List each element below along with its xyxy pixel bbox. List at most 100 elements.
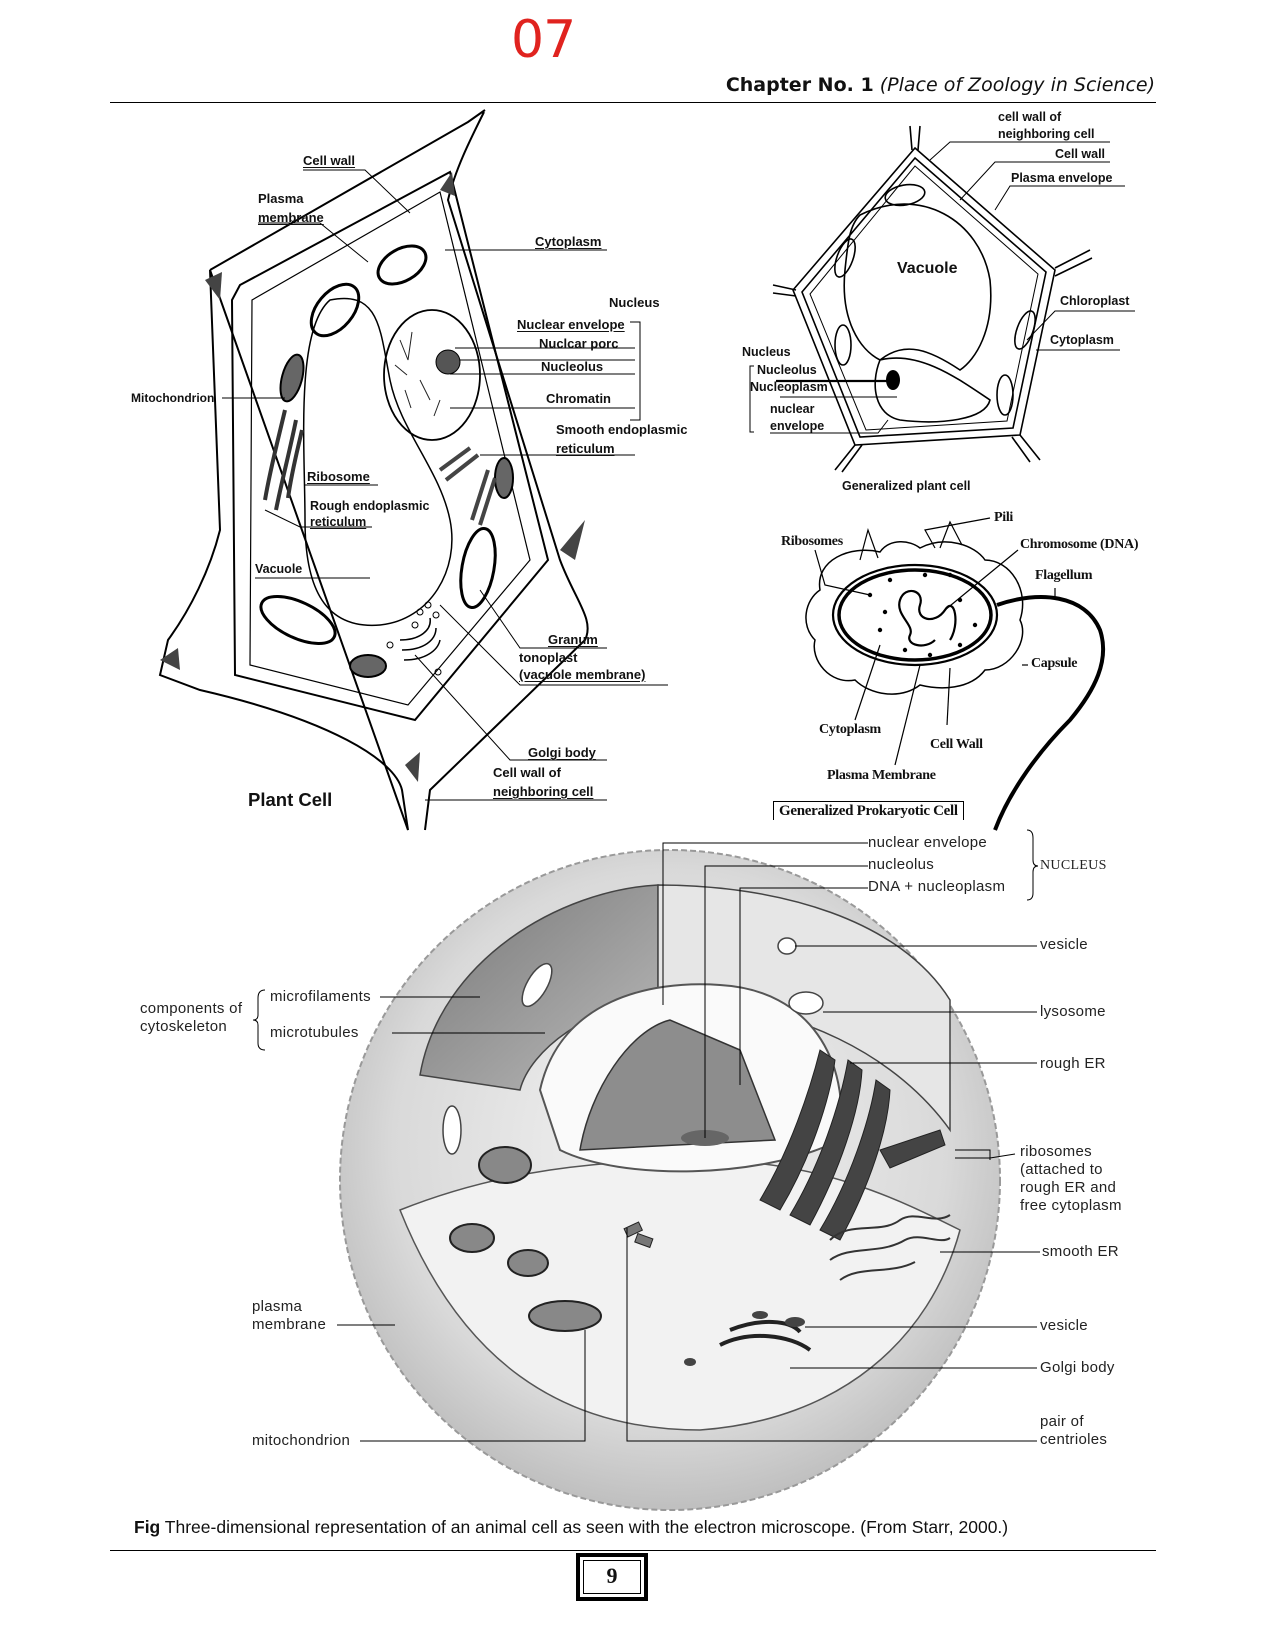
ac-label-smooth-er: smooth ER [1042, 1243, 1119, 1260]
chloroplast-3 [259, 595, 337, 645]
pk-leader-cell-wall [946, 667, 951, 726]
ac-label-mitochondrion: mitochondrion [252, 1432, 351, 1449]
pk-leader-plasma-membrane [894, 664, 921, 766]
wall-junction-left [205, 272, 222, 300]
gp-neighbor-wall-left [772, 284, 797, 297]
gp-leader-cell-wall [959, 161, 1110, 201]
ac-mitochondria [449, 1146, 602, 1332]
smooth-er-shape [438, 446, 497, 526]
pk-flagellum [993, 595, 1106, 831]
gp-plastid-1 [884, 183, 926, 207]
golgi-shape [399, 617, 441, 661]
ac-label-dna-nucleoplasm: DNA + nucleoplasm [868, 878, 1006, 895]
gp-plastid-5 [996, 374, 1014, 416]
ac-label-cytoskeleton-line1: components of [140, 1000, 243, 1017]
label-smooth-er-line1: Smooth endoplasmic [556, 422, 688, 437]
ac-label-plasma-membrane-line1: plasma [252, 1298, 303, 1315]
label-cytoplasm: Cytoplasm [535, 234, 602, 249]
figure-caption: Fig Three-dimensional representation of … [134, 1517, 1008, 1538]
chloroplast-4 [459, 527, 497, 609]
leader-granum [479, 589, 607, 649]
gp-leader-chloroplast [1026, 310, 1135, 341]
page-sequence-number: 07 [511, 10, 576, 70]
label-mitochondrion: Mitochondrion [131, 391, 215, 405]
chapter-number: Chapter No. 1 [725, 74, 874, 96]
label-plasma-membrane-line2: membrane [258, 210, 324, 225]
gp-label-nucleolus: Nucleolus [757, 363, 817, 377]
gp-nucleus [874, 357, 991, 423]
pk-leader-cytoplasm [854, 644, 881, 721]
ac-smooth-er [829, 1214, 951, 1281]
mitochondrion-1 [279, 353, 305, 403]
ac-golgi [719, 1319, 812, 1352]
ac-label-rough-er: rough ER [1040, 1055, 1106, 1072]
gp-label-plasma-envelope: Plasma envelope [1011, 171, 1113, 185]
gp-leader-nuclear-envelope [770, 419, 889, 434]
nucleus-bracket [630, 321, 641, 421]
chloroplast-2 [309, 282, 361, 338]
gp-neighbor-wall-br [1011, 434, 1041, 463]
ac-label-microtubules: microtubules [270, 1024, 359, 1041]
pk-capsule [805, 541, 1024, 695]
leader-golgi [414, 654, 607, 761]
pk-pili [859, 517, 991, 561]
ac-label-ribosomes-line3: rough ER and [1020, 1179, 1117, 1196]
gp-label-neighbor-wall-line2: neighboring cell [998, 127, 1095, 141]
page-number: 9 [583, 1560, 641, 1594]
label-vacuole: Vacuole [255, 562, 303, 576]
label-tonoplast-line2: (vacuole membrane) [519, 667, 646, 682]
gp-plastid-3 [834, 324, 852, 366]
gp-label-vacuole: Vacuole [897, 260, 958, 277]
ac-leader-dna [739, 887, 868, 1085]
chapter-subtitle: (Place of Zoology in Science) [879, 74, 1155, 96]
gp-cell-wall-inner [801, 156, 1047, 438]
ac-label-nuclear-envelope: nuclear envelope [868, 834, 988, 851]
gp-plastid-2 [834, 238, 856, 278]
ac-leader-ribosomes [955, 1149, 1016, 1160]
pk-label-plasma-membrane: Plasma Membrane [827, 768, 936, 783]
chapter-heading: Chapter No. 1 (Place of Zoology in Scien… [726, 74, 1155, 96]
label-smooth-er-line2: reticulum [556, 441, 615, 456]
label-neighbor-wall-line1: Cell wall of [493, 765, 561, 780]
wall-junction-bottom-left [160, 648, 180, 670]
pk-label-ribosomes: Ribosomes [781, 534, 843, 549]
gp-neighbor-wall-right [1054, 249, 1093, 277]
label-cell-wall: Cell wall [303, 153, 356, 168]
label-plasma-membrane-line1: Plasma [258, 191, 304, 206]
ac-label-ribosomes-line2: (attached to [1020, 1161, 1103, 1178]
chromatin-lines [394, 331, 441, 417]
ac-cytoskeleton-bracket [252, 989, 266, 1051]
ac-cytoskeleton-vacuole-2 [442, 1105, 462, 1155]
gp-title: Generalized plant cell [842, 479, 971, 493]
ac-label-microfilaments: microfilaments [270, 988, 371, 1005]
label-neighbor-wall-line2: neighboring cell [493, 784, 594, 799]
ac-leader-mitochondrion [360, 1330, 586, 1442]
ac-label-ribosomes-line1: ribosomes [1020, 1143, 1092, 1160]
gp-nucleus-bracket [749, 365, 754, 433]
nucleus-shape [383, 309, 481, 441]
ac-label-lysosome: lysosome [1040, 1003, 1106, 1020]
gp-vacuole [843, 203, 992, 371]
pk-label-capsule: Capsule [1031, 656, 1078, 671]
ac-label-centrioles-line1: pair of [1040, 1413, 1084, 1430]
label-nuclear-pore: Nuclcar porc [539, 336, 619, 351]
label-nucleolus: Nucleolus [541, 359, 604, 374]
label-rough-er-line2: reticulum [310, 515, 367, 529]
ac-label-cytoskeleton-line2: cytoskeleton [140, 1018, 227, 1035]
ac-label-nucleus-group: NUCLEUS [1040, 858, 1107, 873]
ac-lysosome [788, 991, 824, 1015]
ac-leader-nucleolus [704, 865, 868, 1138]
gp-cell-wall-outer [792, 146, 1056, 446]
ac-label-golgi-body: Golgi body [1040, 1359, 1115, 1376]
wall-junction-bottom [405, 752, 420, 782]
leader-rough-er [264, 509, 372, 528]
ac-label-nucleolus: nucleolus [868, 856, 935, 873]
gp-plasma-envelope [809, 165, 1039, 431]
pk-label-chromosome: Chromosome (DNA) [1020, 537, 1139, 552]
nucleolus-shape [435, 349, 461, 375]
gp-label-neighbor-wall-line1: cell wall of [998, 110, 1062, 124]
gp-neighbor-wall-bl [834, 444, 863, 473]
ac-label-vesicle-bottom: vesicle [1040, 1317, 1088, 1334]
